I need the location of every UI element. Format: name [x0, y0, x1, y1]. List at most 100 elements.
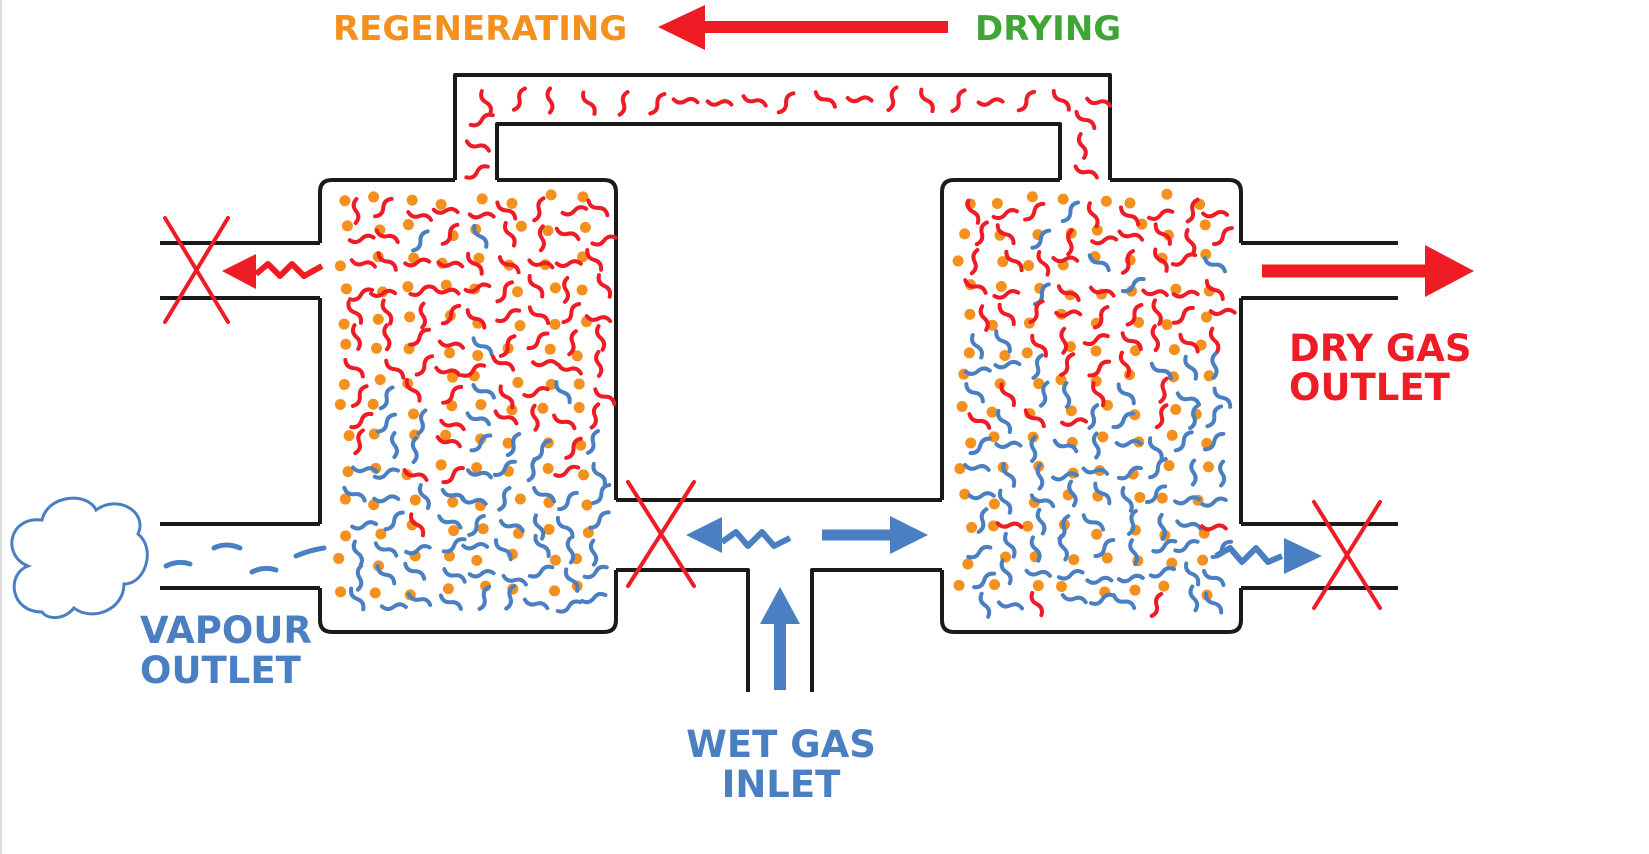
gas-molecule: [353, 428, 365, 456]
desiccant-bead: [573, 402, 585, 414]
gas-molecule: [1093, 481, 1112, 506]
gas-molecule: [374, 228, 400, 244]
desiccant-bead: [444, 347, 456, 359]
desiccant-bead: [1156, 492, 1168, 504]
desiccant-bead: [549, 585, 561, 597]
right-flow-arrow-icon: [822, 516, 928, 554]
gas-molecule: [966, 544, 993, 560]
gas-molecule: [532, 486, 557, 504]
gas-molecule: [591, 461, 607, 488]
gas-molecule: [505, 431, 522, 458]
manifold-bottom-right: [810, 568, 942, 692]
wet-gas-inlet-label: WET GAS: [686, 723, 876, 766]
desiccant-bead: [1090, 345, 1102, 357]
gas-molecule: [999, 558, 1013, 586]
gas-molecule: [1023, 201, 1046, 222]
gas-molecule: [1199, 523, 1228, 532]
gas-molecule: [1151, 538, 1178, 554]
desiccant-bead: [545, 189, 557, 201]
gas-molecule: [1001, 462, 1017, 488]
gas-molecule: [441, 466, 465, 485]
left-vessel-top-left: [318, 178, 455, 243]
gas-molecule: [1116, 382, 1136, 406]
gas-molecule: [495, 200, 518, 221]
desiccant-bead: [1166, 557, 1178, 569]
gas-molecule: [1073, 164, 1099, 180]
gas-molecule: [537, 224, 546, 253]
desiccant-bead: [999, 349, 1011, 361]
left-wavy-flow-arrow-icon: [686, 517, 792, 553]
gas-molecule: [403, 561, 427, 581]
desiccant-bead: [997, 256, 1009, 268]
gas-molecule: [1147, 436, 1164, 462]
gas-molecule: [532, 196, 546, 223]
desiccant-bead: [1032, 580, 1044, 592]
desiccant-bead: [1065, 405, 1077, 417]
desiccant-bead: [964, 308, 976, 320]
gas-molecule: [497, 255, 521, 275]
gas-molecule: [493, 409, 519, 426]
gas-molecule: [1208, 326, 1221, 355]
desiccant-bead: [477, 523, 489, 535]
gas-molecule: [498, 334, 517, 358]
desiccant-bead: [1055, 374, 1067, 386]
gas-molecule: [586, 198, 610, 218]
gas-molecule: [1153, 222, 1172, 246]
gas-molecule: [845, 95, 874, 104]
gas-molecule: [1003, 531, 1017, 559]
gas-molecule: [1057, 533, 1069, 562]
desiccant-bead: [512, 286, 524, 298]
gas-molecule: [970, 333, 984, 360]
gas-molecule: [495, 280, 514, 304]
gas-molecule: [404, 378, 422, 403]
gas-molecule: [554, 380, 572, 405]
gas-molecule: [976, 507, 989, 534]
gas-molecule: [1030, 228, 1052, 250]
gas-molecule: [418, 301, 427, 330]
gas-molecule: [369, 288, 398, 299]
gas-molecule: [527, 564, 555, 579]
gas-molecule: [565, 536, 576, 565]
gas-molecule: [1118, 350, 1132, 378]
desiccant-bead: [965, 437, 977, 449]
gas-molecule: [1067, 479, 1078, 508]
gas-molecule: [439, 418, 466, 432]
desiccant-bead: [953, 579, 965, 591]
gas-molecule: [1057, 569, 1085, 581]
gas-molecule: [469, 433, 493, 453]
desiccant-bead: [1129, 584, 1141, 596]
desiccant-bead: [1068, 554, 1080, 566]
gas-molecule: [1212, 386, 1233, 409]
gas-molecule: [1029, 590, 1044, 618]
gas-molecule: [1051, 471, 1079, 482]
desiccant-bead: [440, 279, 452, 291]
gas-molecule: [553, 464, 581, 478]
desiccant-bead: [1199, 219, 1211, 231]
gas-molecule: [1091, 381, 1106, 408]
drying-label: DRYING: [975, 9, 1121, 49]
desiccant-bead: [339, 493, 351, 505]
desiccant-bead: [1057, 193, 1069, 205]
gas-molecule: [1200, 496, 1228, 508]
gas-molecule: [1126, 508, 1138, 536]
gas-molecule: [1148, 566, 1176, 579]
gas-molecule: [1173, 539, 1200, 554]
desiccant-bead: [543, 523, 555, 535]
gas-molecule: [408, 284, 436, 297]
gas-molecule: [963, 463, 991, 472]
gas-molecule: [995, 521, 1024, 530]
desiccant-bead: [334, 260, 346, 272]
gas-molecule: [552, 413, 577, 431]
gas-molecule: [342, 485, 367, 503]
gas-molecule: [347, 233, 376, 245]
gas-molecule: [479, 89, 493, 116]
gas-molecule: [463, 282, 492, 294]
gas-molecule: [471, 383, 496, 400]
desiccant-bead: [962, 558, 974, 570]
desiccant-bead: [440, 429, 452, 441]
gas-molecule: [1087, 253, 1111, 273]
gas-molecule: [1086, 201, 1100, 229]
gas-molecule: [581, 90, 597, 116]
gas-molecule: [1029, 535, 1042, 563]
